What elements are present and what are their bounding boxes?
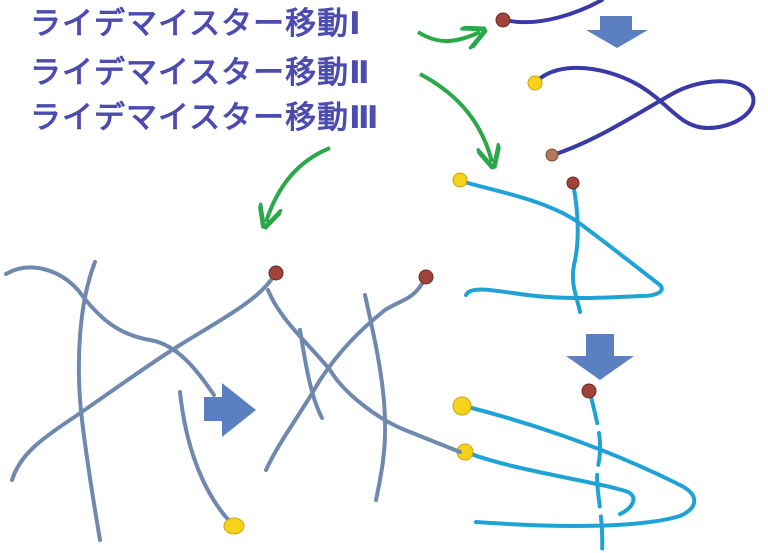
move1-down-arrow-icon (586, 16, 648, 48)
move3-before-strand-b (76, 260, 102, 542)
move1-after-strand (534, 65, 756, 157)
move3-after-endpoint-red (418, 269, 434, 285)
move2-before-strand-a (459, 179, 664, 300)
move3-before-endpoint-yellow (223, 517, 245, 535)
label-move-3: ライデマイスター移動Ⅲ (30, 100, 380, 136)
label2-curved-arrow-icon (419, 72, 492, 162)
label-move-1: ライデマイスター移動Ⅰ (30, 6, 362, 42)
move3-after-strand-a (264, 276, 427, 472)
move1-after-endpoint-b (545, 148, 559, 162)
move2-after-strand-b (464, 450, 636, 516)
move3-after-strand-d (298, 328, 324, 420)
move2-after-strand-a (462, 404, 697, 528)
move3-right-arrow-icon (204, 383, 256, 437)
move1-after-endpoint-a (527, 75, 543, 91)
move3-before-strand-d (178, 390, 234, 526)
move3-before-strand-a (4, 265, 216, 397)
move3-before-strand-c (10, 272, 277, 482)
move2-after-endpoint-red (581, 383, 597, 399)
move2-group (452, 172, 697, 553)
move1-before-strand (503, 0, 604, 25)
move3-before-endpoint-red (268, 265, 284, 281)
label-move-2: ライデマイスター移動Ⅱ (30, 55, 371, 91)
move1-group (495, 0, 756, 162)
move2-after-endpoint-yellow-a (452, 396, 472, 416)
move2-before-endpoint-red (566, 176, 580, 190)
move3-group (4, 260, 462, 542)
label3-curved-arrow-icon (266, 146, 331, 222)
move3-after-strand-c (363, 293, 388, 502)
move2-before-endpoint-yellow (452, 172, 468, 188)
label1-curved-arrow-icon (416, 32, 480, 41)
move2-down-arrow-icon (566, 334, 634, 380)
move1-before-endpoint (495, 12, 511, 28)
move2-after-vertical-strand (588, 390, 605, 553)
move3-after-strand-b (266, 288, 462, 454)
move2-before-strand-b (570, 181, 582, 314)
